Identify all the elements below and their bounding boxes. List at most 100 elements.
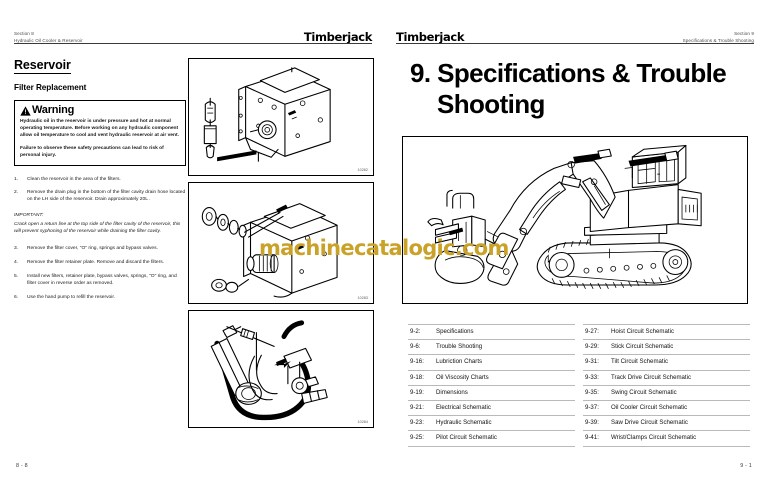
toc-page-number: 9-18: <box>410 373 424 381</box>
step-text: Install new filters, retainer plate, byp… <box>27 273 177 286</box>
brand-logo-right: Timberjack <box>396 30 465 44</box>
reservoir-tank-drawing <box>203 67 331 162</box>
toc-page-number: 9-6: <box>410 343 421 351</box>
figure-caption: 10282 <box>357 168 368 172</box>
toc-label: Tilt Circuit Schematic <box>611 358 668 366</box>
brand-logo-left: Timberjack <box>303 30 372 44</box>
toc-label: Track Drive Circuit Schematic <box>611 373 692 381</box>
toc-page-number: 9-16: <box>410 358 424 366</box>
toc-label: Lubriction Charts <box>436 358 483 366</box>
step-text: Remove the filter retainer plate. Remove… <box>27 259 165 265</box>
toc-page-number: 9-37: <box>585 404 599 412</box>
toc-label: Saw Drive Circuit Schematic <box>611 419 688 427</box>
right-header-rule <box>396 43 754 44</box>
toc-page-number: 9-23: <box>410 419 424 427</box>
toc-entry[interactable]: 9-19: Dimensions <box>408 386 575 401</box>
tracked-feller-buncher-drawing <box>427 144 702 289</box>
toc-entry[interactable]: 9-33: Track Drive Circuit Schematic <box>583 371 750 386</box>
warning-box: Warning Hydraulic oil in the reservoir i… <box>14 100 186 166</box>
hand-pump-drawing <box>210 320 328 421</box>
figure-hand-pump-hoses: 10284 <box>188 310 374 428</box>
toc-page-number: 9-39: <box>585 419 599 427</box>
right-page-footer: 9 - 1 <box>740 463 752 469</box>
important-note: IMPORTANT: Crack open a return line at t… <box>14 212 186 236</box>
figure-caption: 10284 <box>357 420 368 424</box>
toc-entry[interactable]: 9-41: Wrist/Clamps Circuit Schematic <box>583 431 750 447</box>
left-text-column: Reservoir Filter Replacement Warning Hyd… <box>14 44 186 307</box>
toc-entry[interactable]: 9-27:Hoist Circuit Schematic <box>583 324 750 341</box>
toc-entry[interactable]: 9-31: Tilt Circuit Schematic <box>583 355 750 371</box>
warning-paragraph-2: Failure to observe these safety precauti… <box>20 145 164 158</box>
toc-label: Wrist/Clamps Circuit Schematic <box>611 434 697 442</box>
step-number: 3. <box>14 246 19 252</box>
toc-label: Hoist Circuit Schematic <box>611 328 674 336</box>
left-header-section: Section 8 <box>14 31 34 37</box>
filter-exploded-drawing <box>201 203 338 298</box>
step-text: Clean the reservoir in the area of the f… <box>27 176 121 182</box>
toc-page-number: 9-29: <box>585 343 599 351</box>
warning-label: Warning <box>32 104 75 116</box>
toc-column-left: 9-2:Specifications 9-6:Trouble Shooting … <box>408 324 575 447</box>
toc-page-number: 9-41: <box>585 434 599 442</box>
toc-label: Oil Cooler Circuit Schematic <box>611 404 688 412</box>
toc-entry[interactable]: 9-21:Electrical Schematic <box>408 401 575 417</box>
right-page: Timberjack Section 9 Specifications & Tr… <box>384 0 768 497</box>
toc-entry[interactable]: 9-2: Specifications <box>408 324 575 341</box>
step-number: 2. <box>14 190 19 196</box>
left-page-footer: 8 - 8 <box>16 463 28 469</box>
left-header-text: Section 8 Hydraulic Oil Cooler & Reservo… <box>14 31 83 44</box>
toc-entry[interactable]: 9-18:Oil Viscosity Charts <box>408 371 575 386</box>
toc-entry[interactable]: 9-37: Oil Cooler Circuit Schematic <box>583 401 750 417</box>
toc-page-number: 9-19: <box>410 388 424 396</box>
toc-entry[interactable]: 9-39: Saw Drive Circuit Schematic <box>583 416 750 432</box>
toc-label: Stick Circuit Schematic <box>611 343 674 351</box>
step-number: 5. <box>14 273 19 279</box>
procedure-step: 5. Install new filters, retainer plate, … <box>14 273 186 287</box>
page-subtitle: Filter Replacement <box>14 83 87 92</box>
toc-column-right: 9-27:Hoist Circuit Schematic 9-29: Stick … <box>583 324 750 447</box>
important-body: Crack open a return line at the top side… <box>14 221 181 235</box>
toc-label: Dimensions <box>436 388 468 396</box>
right-header-section: Section 9 <box>734 31 754 37</box>
toc-label: Swing Circuit Schematic <box>611 388 677 396</box>
toc-entry[interactable]: 9-23: Hydraulic Schematic <box>408 416 575 432</box>
procedure-step: 6. Use the hand pump to refill the reser… <box>14 294 186 301</box>
warning-paragraph-1: Hydraulic oil in the reservoir is under … <box>20 119 179 138</box>
chapter-title-line1: 9. Specifications & Trouble <box>410 58 727 88</box>
warning-header: Warning <box>20 105 180 116</box>
table-of-contents: 9-2:Specifications 9-6:Trouble Shooting … <box>408 324 750 447</box>
warning-triangle-icon <box>20 105 31 116</box>
procedure-steps-part1: 1. Clean the reservoir in the area of th… <box>14 176 186 204</box>
step-text: Use the hand pump to refill the reservoi… <box>27 294 116 300</box>
figure-reservoir-tank-assembly: 10282 <box>188 58 374 176</box>
important-heading: IMPORTANT: <box>14 212 44 218</box>
toc-page-number: 9-25: <box>410 434 424 442</box>
toc-entry[interactable]: 9-35: Swing Circuit Schematic <box>583 386 750 401</box>
toc-entry[interactable]: 9-29: Stick Circuit Schematic <box>583 340 750 356</box>
toc-page-number: 9-35: <box>585 388 599 396</box>
procedure-step: 4. Remove the filter retainer plate. Rem… <box>14 259 186 266</box>
figure-filter-exploded-view: 10283 <box>188 182 374 304</box>
toc-entry[interactable]: 9-6: Trouble Shooting <box>408 340 575 356</box>
procedure-step: 1. Clean the reservoir in the area of th… <box>14 176 186 183</box>
toc-entry[interactable]: 9-25: Pilot Circuit Schematic <box>408 431 575 447</box>
toc-label: Electrical Schematic <box>436 404 491 412</box>
step-text: Remove the filter cover, "O" ring, sprin… <box>27 246 158 252</box>
toc-page-number: 9-31: <box>585 358 599 366</box>
toc-label: Hydraulic Schematic <box>436 419 492 427</box>
procedure-step: 3. Remove the filter cover, "O" ring, sp… <box>14 245 186 252</box>
toc-page-number: 9-2: <box>410 328 421 336</box>
step-number: 4. <box>14 259 19 265</box>
figure-column: 10282 <box>188 58 374 428</box>
right-page-header: Timberjack Section 9 Specifications & Tr… <box>396 18 754 44</box>
toc-label: Pilot Circuit Schematic <box>436 434 497 442</box>
page-title: Reservoir <box>14 58 71 74</box>
left-page: Section 8 Hydraulic Oil Cooler & Reservo… <box>14 30 374 469</box>
toc-page-number: 9-33: <box>585 373 599 381</box>
procedure-step: 2. Remove the drain plug in the bottom o… <box>14 189 186 203</box>
left-header-rule <box>14 43 372 44</box>
toc-label: Specifications <box>436 328 474 336</box>
toc-entry[interactable]: 9-16: Lubriction Charts <box>408 355 575 371</box>
toc-label: Trouble Shooting <box>436 343 483 351</box>
